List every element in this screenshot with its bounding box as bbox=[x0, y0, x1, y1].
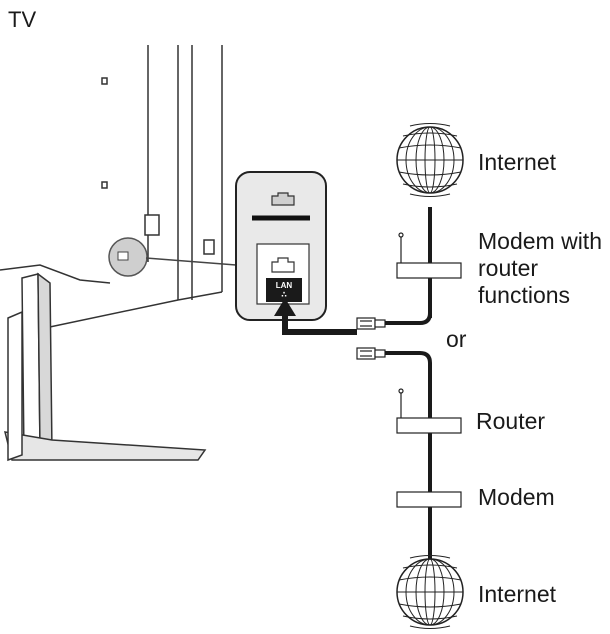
globe-icon bbox=[396, 555, 464, 629]
modem-with-router-label: Modem with router functions bbox=[478, 228, 602, 308]
tv-label: TV bbox=[8, 7, 37, 32]
network-icon: ∴ bbox=[281, 290, 287, 299]
modem-label: Modem bbox=[478, 484, 555, 510]
tv-back-panel bbox=[101, 45, 223, 301]
lan-text: LAN bbox=[275, 281, 293, 290]
or-label: or bbox=[446, 326, 467, 352]
lan-panel bbox=[235, 171, 327, 321]
router-device bbox=[396, 388, 462, 434]
internet-label-bottom: Internet bbox=[478, 581, 556, 607]
modem-device bbox=[396, 491, 462, 508]
ethernet-plug-icon bbox=[356, 347, 386, 360]
modem-router-device bbox=[396, 232, 462, 279]
lan-cable bbox=[274, 298, 357, 335]
globe-icon bbox=[396, 123, 464, 197]
ethernet-plug-icon bbox=[356, 317, 386, 330]
tv-stand bbox=[0, 264, 207, 462]
lan-port-label: LAN ∴ bbox=[269, 281, 299, 299]
lan-port-callout bbox=[108, 237, 237, 277]
lower-connection-path bbox=[385, 351, 432, 560]
router-label: Router bbox=[476, 408, 546, 434]
internet-label-top: Internet bbox=[478, 149, 556, 175]
